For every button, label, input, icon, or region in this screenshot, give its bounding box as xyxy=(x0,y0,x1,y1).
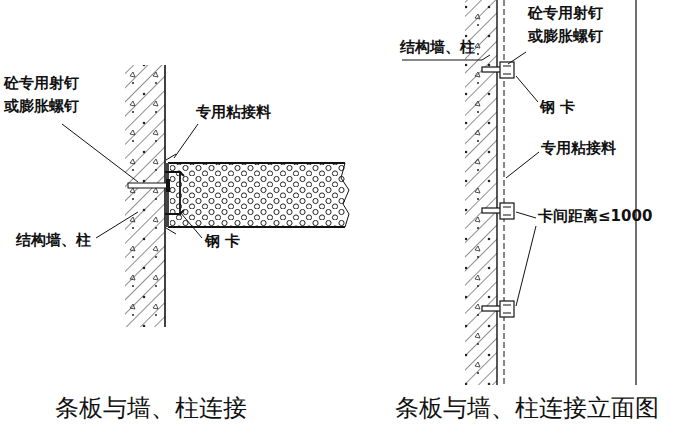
wall-hatch xyxy=(125,65,165,327)
wall-label: 结构墙、柱 xyxy=(16,229,91,252)
steel-clip xyxy=(165,172,184,214)
spacing-note: 卡间距离≤1000 xyxy=(538,205,652,228)
clip-label: 钢 卡 xyxy=(205,230,240,253)
adhesive-label: 专用粘接料 xyxy=(541,137,616,160)
caption: 条板与墙、柱连接 xyxy=(55,390,247,426)
strip-panel xyxy=(170,164,345,226)
fastener-label: 砼专用射钉 或膨胀螺钉 xyxy=(4,72,85,117)
fastener-label: 砼专用射钉 或膨胀螺钉 xyxy=(528,2,609,47)
caption: 条板与墙、柱连接立面图 xyxy=(395,390,659,426)
clip-label: 钢 卡 xyxy=(540,96,575,119)
adhesive-label: 专用粘接料 xyxy=(196,101,271,124)
nail xyxy=(128,183,168,188)
panel-edge xyxy=(635,0,636,385)
wall-label: 结构墙、柱 xyxy=(400,36,475,59)
wall-hatch xyxy=(465,0,497,385)
